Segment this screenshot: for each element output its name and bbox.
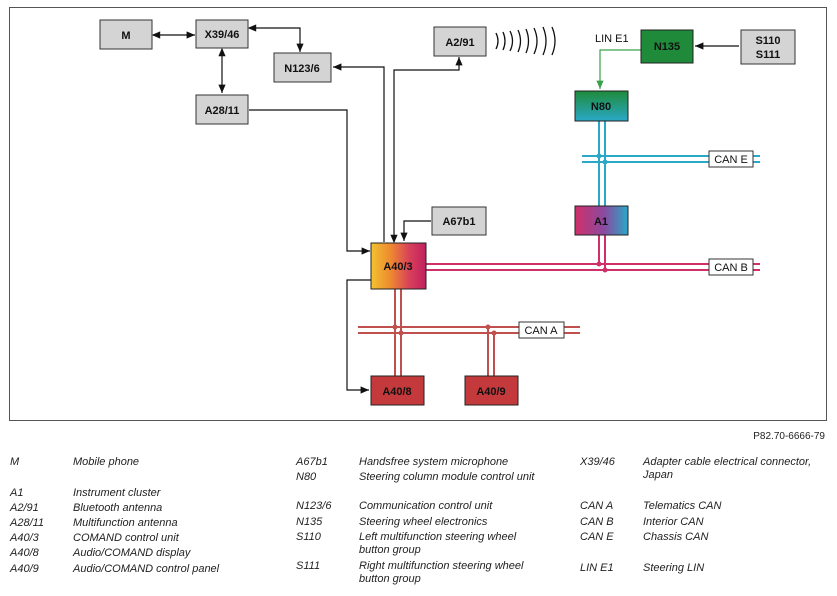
node-a409: A40/9 xyxy=(464,375,519,406)
lin-e1-line xyxy=(596,49,641,89)
svg-text:A40/9: A40/9 xyxy=(476,386,505,398)
node-a1: A1 xyxy=(574,205,629,236)
svg-text:A2/91: A2/91 xyxy=(445,37,474,49)
svg-text:A40/8: A40/8 xyxy=(382,386,411,398)
svg-text:CAN E: CAN E xyxy=(714,154,748,166)
node-a291: A2/91 xyxy=(433,26,487,57)
svg-text:S110: S110 xyxy=(755,35,780,47)
svg-text:N80: N80 xyxy=(591,101,611,113)
node-n1236: N123/6 xyxy=(273,52,332,83)
network-diagram: M X39/46 A28/11 N123/6 A2/91 LIN E1 N135… xyxy=(99,19,796,406)
node-m: M xyxy=(99,19,153,50)
bluetooth-signal-waves-icon xyxy=(495,26,556,56)
can-a-label: CAN A xyxy=(518,321,565,339)
can-b-bus xyxy=(426,235,760,273)
svg-text:M: M xyxy=(121,30,130,42)
svg-text:A1: A1 xyxy=(594,216,608,228)
node-x3946: X39/46 xyxy=(195,19,249,49)
node-a408: A40/8 xyxy=(370,375,425,406)
svg-text:CAN A: CAN A xyxy=(524,325,558,337)
svg-text:N135: N135 xyxy=(654,41,680,53)
svg-text:S111: S111 xyxy=(756,49,780,61)
diagram-frame xyxy=(9,7,827,421)
svg-text:CAN B: CAN B xyxy=(714,262,748,274)
svg-text:A67b1: A67b1 xyxy=(442,216,475,228)
can-e-label: CAN E xyxy=(708,150,754,168)
can-a-bus xyxy=(358,289,580,378)
node-a67b1: A67b1 xyxy=(431,206,487,236)
connections xyxy=(151,24,739,394)
node-n80: N80 xyxy=(574,90,629,122)
node-a2811: A28/11 xyxy=(195,94,249,125)
figure-reference: P82.70-6666-79 xyxy=(753,431,825,442)
svg-text:N123/6: N123/6 xyxy=(284,63,319,75)
node-n135: N135 xyxy=(640,29,694,64)
lin-e1-label: LIN E1 xyxy=(595,33,629,45)
svg-text:A40/3: A40/3 xyxy=(383,261,412,273)
can-b-label: CAN B xyxy=(708,258,754,276)
node-a403: A40/3 xyxy=(370,242,427,290)
svg-text:A28/11: A28/11 xyxy=(205,105,240,117)
svg-text:X39/46: X39/46 xyxy=(205,29,240,41)
node-s110-s111: S110 S111 xyxy=(740,29,796,65)
